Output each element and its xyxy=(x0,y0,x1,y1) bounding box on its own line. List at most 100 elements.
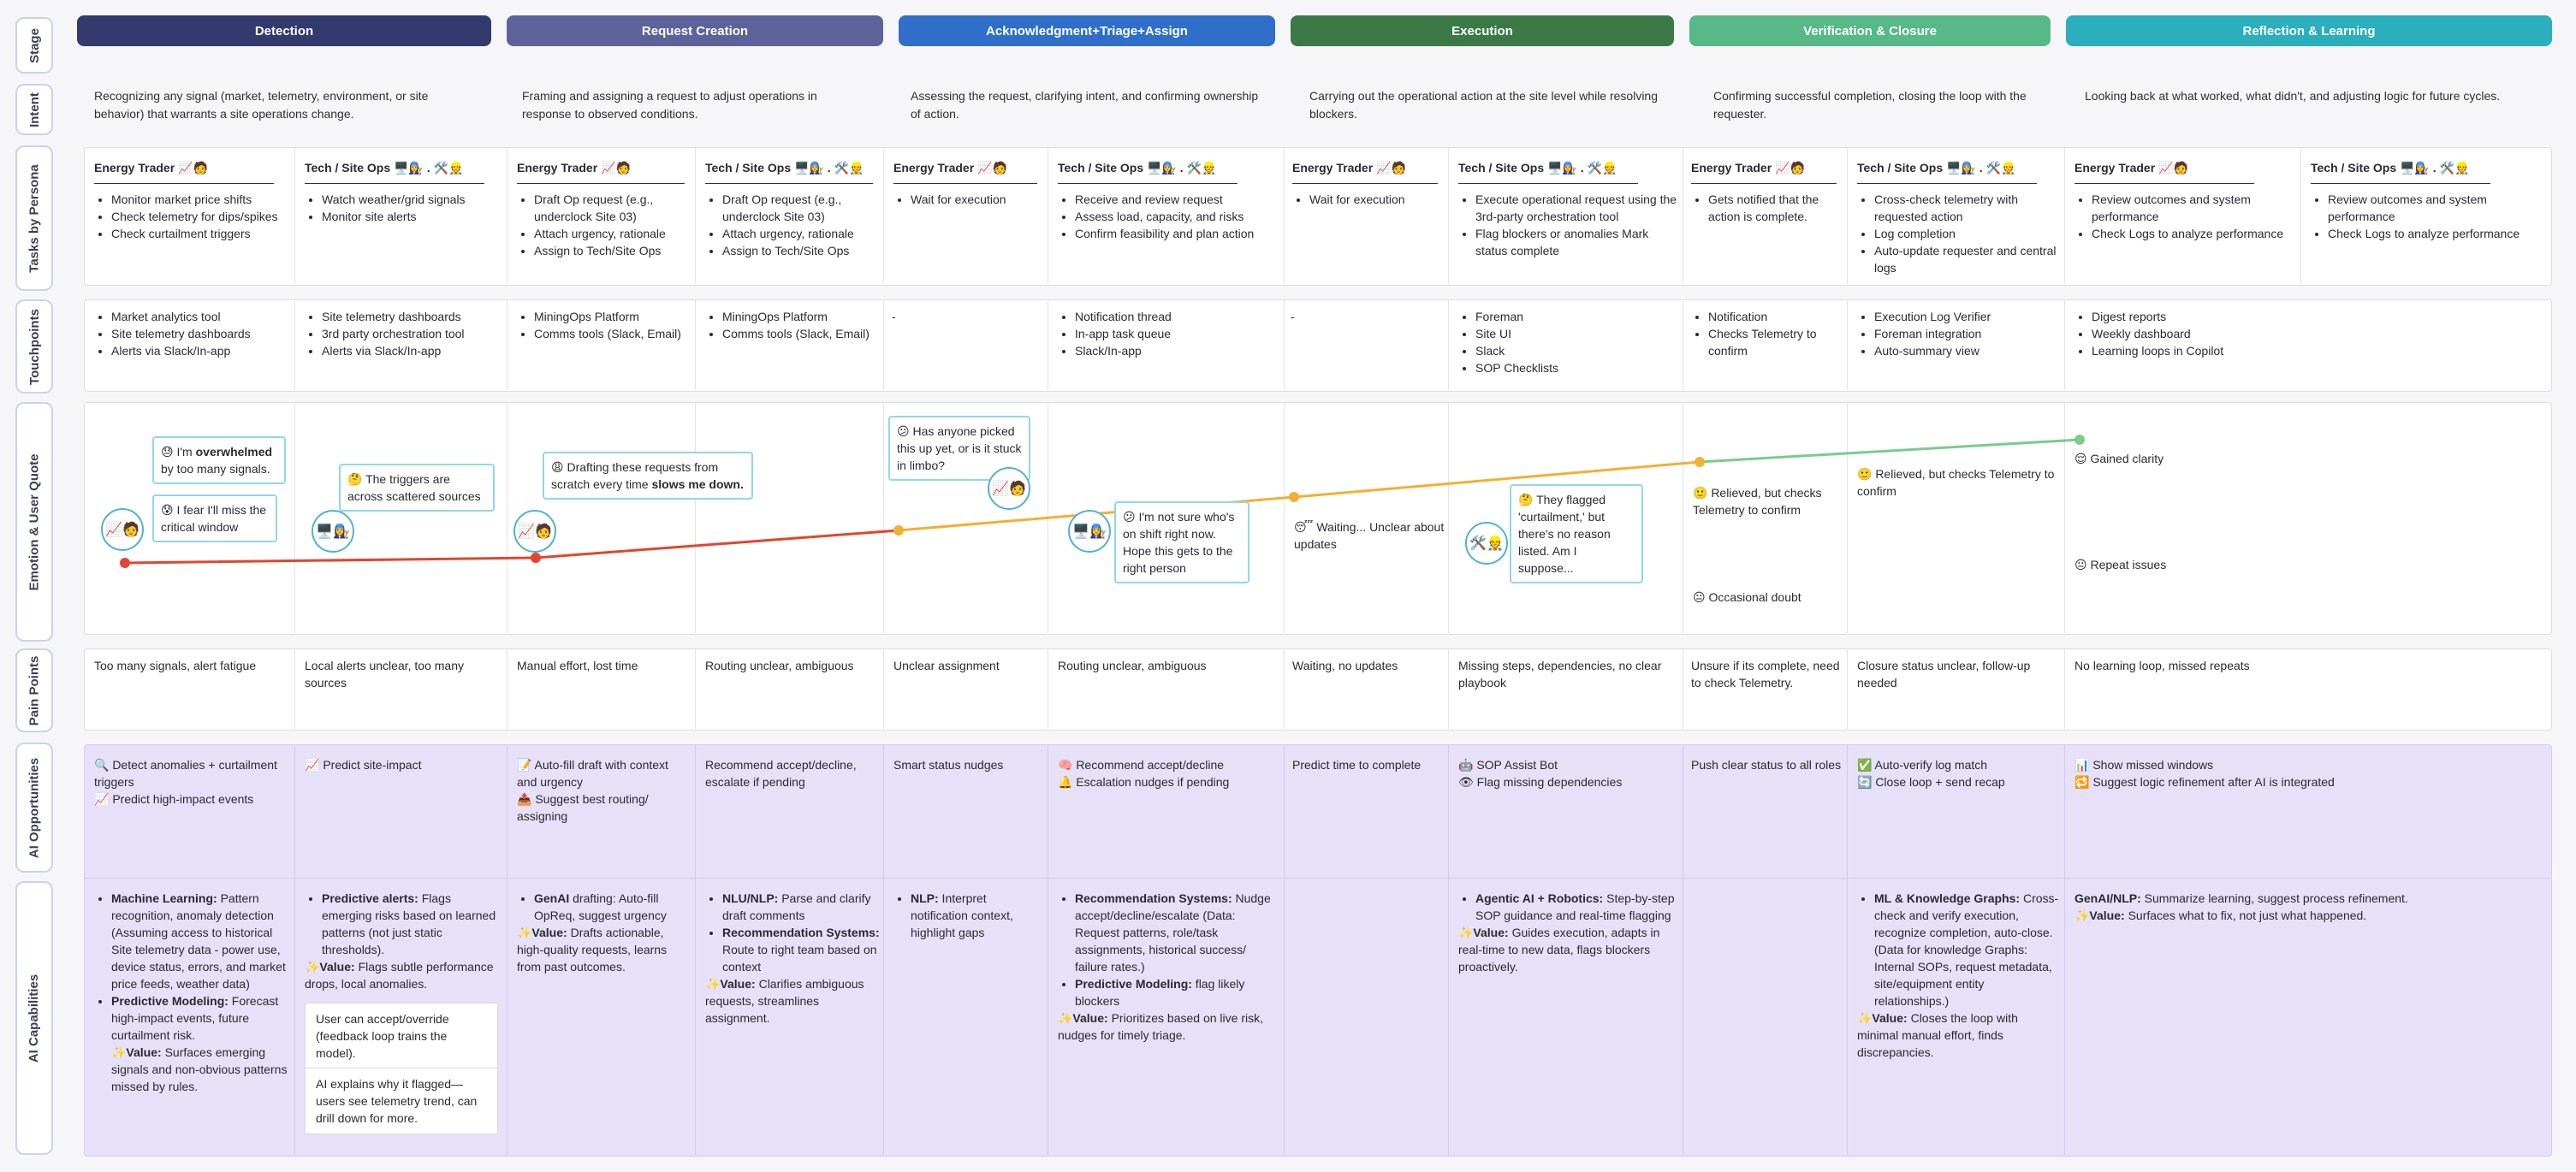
cap-reflect: GenAI/NLP: Summarize learning, suggest p… xyxy=(2074,891,2408,922)
row-label-emotion: Emotion & User Quote xyxy=(15,402,53,642)
tasks-verify-tech: Tech / Site Ops 🖥️👩‍🔧 . 🛠️👷 Cross-check … xyxy=(1857,159,2059,276)
touch-11: Digest reportsWeekly dashboardLearning l… xyxy=(2074,308,2537,359)
opp-9: Push clear status to all roles xyxy=(1691,758,1842,772)
avatar-tech-ops: 🖥️👩‍🔧 xyxy=(312,510,354,553)
emotion-relieved-tech: 🙂 Relieved, but checks Telemetry to conf… xyxy=(1857,467,2055,498)
pain-5: Unclear assignment xyxy=(893,659,1000,672)
tasks-exec-energy: Energy Trader 📈🧑 Wait for execution xyxy=(1292,159,1441,208)
emotion-clarity: 😌 Gained clarity xyxy=(2074,452,2164,465)
pain-points-panel xyxy=(84,648,2552,731)
pain-4: Routing unclear, ambiguous xyxy=(705,659,854,672)
intent-verification: Confirming successful completion, closin… xyxy=(1713,89,2027,121)
avatar-energy-trader: 📈🧑 xyxy=(101,508,144,551)
emotion-repeat: 😐 Repeat issues xyxy=(2074,558,2167,571)
row-label-ai-capabilities: AI Capabilities xyxy=(15,881,53,1155)
note-explainability: AI explains why it flagged—users see tel… xyxy=(305,1068,498,1134)
opp-10: ✅ Auto-verify log match🔄 Close loop + se… xyxy=(1857,758,2005,789)
quote-curtailment: 🤔 They flagged 'curtailment,' but there'… xyxy=(1510,484,1643,583)
stage-detection: Detection xyxy=(77,15,491,46)
intent-reflection: Looking back at what worked, what didn't… xyxy=(2085,89,2501,103)
opp-7: Predict time to complete xyxy=(1292,758,1422,772)
tasks-detection-tech: Tech / Site Ops 🖥️👩‍🔧 . 🛠️👷 Watch weathe… xyxy=(305,159,500,225)
quote-overwhelmed: 😓 I'm overwhelmed by too many signals. xyxy=(152,436,286,484)
stage-execution: Execution xyxy=(1291,15,1674,46)
stage-request-creation: Request Creation xyxy=(507,15,883,46)
opp-5: Smart status nudges xyxy=(893,758,1004,772)
quote-fear: 😰 I fear I'll miss the critical window xyxy=(152,494,277,542)
emotion-point xyxy=(893,525,904,536)
cap-detection-tech: Predictive alerts: Flags emerging risks … xyxy=(305,890,503,992)
row-label-pain-points: Pain Points xyxy=(15,648,53,732)
touch-3: MiningOps PlatformComms tools (Slack, Em… xyxy=(517,308,691,342)
cap-ack-tech: Recommendation Systems: Nudge accept/dec… xyxy=(1058,890,1277,1044)
opp-3: 📝 Auto-fill draft with context and urgen… xyxy=(517,758,668,823)
note-feedback-loop: User can accept/override (feedback loop … xyxy=(305,1003,498,1069)
pain-7: Waiting, no updates xyxy=(1292,659,1398,672)
tasks-request-energy: Energy Trader 📈🧑 Draft Op request (e.g.,… xyxy=(517,159,688,259)
opp-4: Recommend accept/decline, escalate if pe… xyxy=(705,758,857,789)
cap-request-trader: GenAI drafting: Auto-fill OpReq, suggest… xyxy=(517,890,691,975)
intent-request-creation: Framing and assigning a request to adjus… xyxy=(522,89,817,121)
emotion-relieved-trader: 🙂 Relieved, but checks Telemetry to conf… xyxy=(1693,486,1822,517)
stage-verification: Verification & Closure xyxy=(1689,15,2051,46)
tasks-request-tech: Tech / Site Ops 🖥️👩‍🔧 . 🛠️👷 Draft Op req… xyxy=(705,159,876,259)
stage-acknowledgment: Acknowledgment+Triage+Assign xyxy=(899,15,1275,46)
row-label-touchpoints: Touchpoints xyxy=(15,299,53,394)
tasks-reflect-energy: Energy Trader 📈🧑 Review outcomes and sys… xyxy=(2074,159,2295,242)
emotion-doubt: 😐 Occasional doubt xyxy=(1693,590,1801,604)
row-label-intent: Intent xyxy=(15,84,53,135)
touch-5: - xyxy=(892,310,896,323)
touch-10: Execution Log VerifierForeman integratio… xyxy=(1857,308,2059,359)
emotion-point xyxy=(1289,492,1299,502)
tasks-verify-energy: Energy Trader 📈🧑 Gets notified that the … xyxy=(1691,159,1842,225)
quote-drafting: 😩 Drafting these requests from scratch e… xyxy=(543,452,753,500)
emotion-line-green xyxy=(1699,438,2080,464)
avatar-energy-trader: 📈🧑 xyxy=(988,467,1030,510)
touch-1: Market analytics toolSite telemetry dash… xyxy=(94,308,289,359)
pain-11: No learning loop, missed repeats xyxy=(2074,659,2250,672)
touch-9: NotificationChecks Telemetry to confirm xyxy=(1691,308,1842,359)
tasks-reflect-tech: Tech / Site Ops 🖥️👩‍🔧 . 🛠️👷 Review outco… xyxy=(2311,159,2543,242)
cap-exec-tech: Agentic AI + Robotics: Step-by-step SOP … xyxy=(1458,890,1677,975)
cap-ack-trader: NLP: Interpret notification context, hig… xyxy=(893,890,1044,941)
tasks-panel xyxy=(84,147,2552,286)
row-label-ai-opportunities: AI Opportunities xyxy=(15,743,53,873)
touch-2: Site telemetry dashboards3rd party orche… xyxy=(305,308,502,359)
touch-8: ForemanSite UISlackSOP Checklists xyxy=(1458,308,1677,376)
pain-9: Unsure if its complete, need to check Te… xyxy=(1691,659,1840,690)
pain-1: Too many signals, alert fatigue xyxy=(94,659,257,672)
emotion-point xyxy=(1695,457,1705,467)
opp-11: 📊 Show missed windows🔁 Suggest logic ref… xyxy=(2074,758,2335,789)
emotion-panel xyxy=(84,402,2552,635)
touch-6: Notification threadIn-app task queueSlac… xyxy=(1058,308,1277,359)
touchpoints-panel xyxy=(84,299,2552,392)
opp-6: 🧠 Recommend accept/decline🔔 Escalation n… xyxy=(1058,758,1230,789)
row-label-stage: Stage xyxy=(15,17,53,74)
quote-waiting: 😴 Waiting... Unclear about updates xyxy=(1294,520,1445,551)
row-label-tasks: Tasks by Persona xyxy=(15,145,53,291)
pain-8: Missing steps, dependencies, no clear pl… xyxy=(1458,659,1662,690)
opp-1: 🔍 Detect anomalies + curtailment trigger… xyxy=(94,758,277,806)
avatar-site-ops: 🛠️👷 xyxy=(1465,522,1508,565)
avatar-tech-ops: 🖥️👩‍🔧 xyxy=(1068,510,1111,553)
stage-reflection: Reflection & Learning xyxy=(2066,15,2552,46)
pain-6: Routing unclear, ambiguous xyxy=(1058,659,1207,672)
opp-2: 📈 Predict site-impact xyxy=(305,758,422,772)
pain-3: Manual effort, lost time xyxy=(517,659,638,672)
tasks-ack-tech: Tech / Site Ops 🖥️👩‍🔧 . 🛠️👷 Receive and … xyxy=(1058,159,1277,242)
intent-execution: Carrying out the operational action at t… xyxy=(1309,89,1659,121)
cap-verify-tech: ML & Knowledge Graphs: Cross-check and v… xyxy=(1857,890,2059,1061)
tasks-exec-tech: Tech / Site Ops 🖥️👩‍🔧 . 🛠️👷 Execute oper… xyxy=(1458,159,1677,259)
tasks-ack-energy: Energy Trader 📈🧑 Wait for execution xyxy=(893,159,1041,208)
avatar-energy-trader: 📈🧑 xyxy=(513,510,556,553)
quote-scattered: 🤔 The triggers are across scattered sour… xyxy=(339,464,495,512)
tasks-detection-energy: Energy Trader 📈🧑 Monitor market price sh… xyxy=(94,159,287,242)
intent-detection: Recognizing any signal (market, telemetr… xyxy=(94,89,429,121)
emotion-point xyxy=(2074,435,2085,445)
opp-8: 🤖 SOP Assist Bot👁 Flag missing dependenc… xyxy=(1458,758,1623,789)
cap-detection-trader: Machine Learning: Pattern recognition, a… xyxy=(94,890,289,1095)
touch-4: MiningOps PlatformComms tools (Slack, Em… xyxy=(705,308,880,342)
emotion-point xyxy=(531,553,541,563)
cap-request-tech: NLU/NLP: Parse and clarify draft comment… xyxy=(705,890,880,1027)
